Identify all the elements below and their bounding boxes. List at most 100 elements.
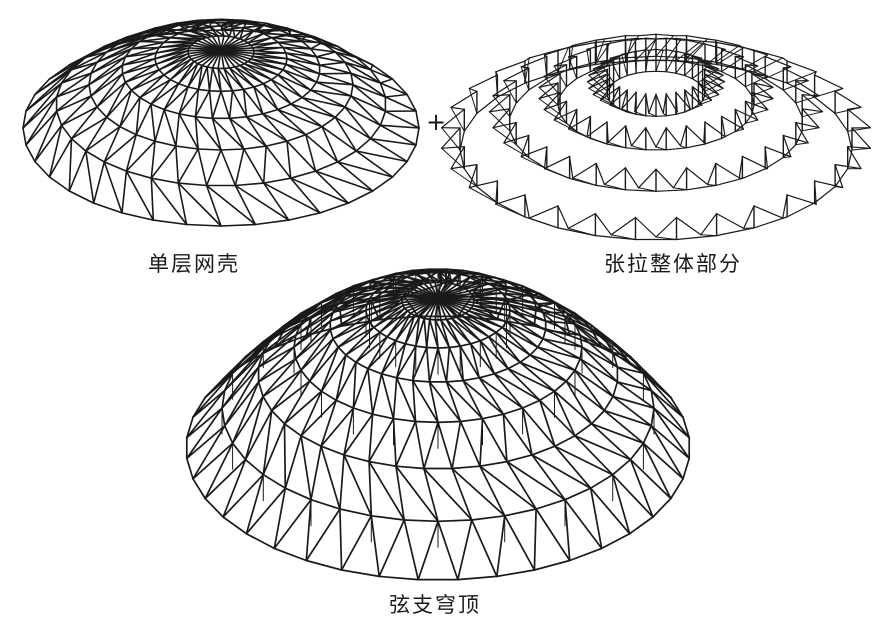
suspen-dome-diagonal-member [368, 417, 395, 463]
tensegrity-radial-cable [834, 164, 844, 189]
suspen-dome-diagonal-member [462, 379, 505, 416]
suspen-dome-hoop-member [470, 295, 506, 302]
tensegrity-hoop-cable [476, 96, 498, 115]
tensegrity-hoop-cable [715, 227, 755, 237]
tensegrity-hoop-cable [782, 89, 797, 104]
tensegrity-radial-cable [813, 180, 844, 189]
shell-hoop-member [22, 127, 27, 146]
suspen-dome-diagonal-member [612, 395, 655, 410]
shell-diagonal-member [336, 161, 394, 178]
suspen-dome-diagonal-member [437, 297, 475, 301]
suspen-dome-hoop-member [507, 361, 521, 370]
suspen-dome-diagonal-member [378, 307, 406, 334]
shell-diagonal-member [344, 106, 372, 140]
shell-hoop-member [96, 51, 108, 64]
shell-diagonal-member [254, 24, 265, 33]
suspen-dome-diagonal-member [335, 361, 357, 402]
tensegrity-radial-cable [684, 89, 691, 110]
shell-diagonal-member [301, 96, 337, 119]
tensegrity-diagonal-cable [851, 147, 871, 151]
tensegrity-hoop-cable [463, 112, 478, 132]
suspen-dome-diagonal-member [536, 346, 576, 372]
shell-hoop-member [350, 72, 354, 86]
tensegrity-diagonal-cable [503, 80, 517, 104]
tensegrity-diagonal-cable [680, 145, 687, 149]
shell-diagonal-member [234, 66, 265, 85]
shell-hoop-member [371, 64, 394, 80]
suspen-dome-hoop-member [536, 337, 544, 349]
suspen-dome-diagonal-member [579, 357, 619, 383]
tensegrity-diagonal-cable [753, 98, 774, 106]
suspen-dome-diagonal-member [365, 295, 404, 312]
shell-diagonal-member [90, 64, 124, 97]
tensegrity-hoop-cable [509, 102, 517, 118]
shell-diagonal-member [34, 56, 87, 96]
suspen-dome-diagonal-member [204, 458, 247, 500]
shell-hoop-member [154, 140, 177, 147]
tensegrity-radial-cable [468, 180, 498, 189]
tensegrity-hoop-cable [786, 82, 816, 98]
suspen-dome-diagonal-member [589, 487, 631, 535]
tensegrity-diagonal-cable [751, 109, 769, 115]
shell-diagonal-member [177, 182, 222, 227]
shell-diagonal-member [187, 62, 199, 88]
tensegrity-radial-cable [603, 167, 627, 186]
shell-diagonal-member [177, 182, 188, 226]
shell-diagonal-member [304, 133, 339, 163]
tensegrity-diagonal-cable [786, 71, 817, 84]
suspen-dome-diagonal-member [505, 321, 544, 340]
tensegrity-radial-cable [624, 167, 640, 189]
suspen-dome-diagonal-member [445, 318, 472, 345]
tensegrity-diagonal-cable [492, 95, 511, 118]
suspen-dome-diagonal-member [455, 316, 490, 338]
suspen-dome-diagonal-member [565, 380, 593, 425]
shell-diagonal-member [85, 116, 108, 152]
shell-diagonal-member [124, 63, 157, 83]
suspen-dome-hoop-member [603, 395, 614, 412]
shell-hoop-member [289, 170, 317, 179]
suspen-dome-diagonal-member [455, 273, 462, 286]
suspen-dome-diagonal-member [223, 366, 260, 427]
shell-hoop-member [88, 83, 92, 97]
suspen-dome-diagonal-member [531, 293, 537, 309]
suspen-dome-diagonal-member [305, 315, 312, 337]
tensegrity-radial-cable [679, 125, 687, 147]
suspen-dome-hoop-member [554, 434, 576, 448]
shell-diagonal-member [309, 47, 337, 53]
suspen-dome-diagonal-member [245, 473, 265, 535]
shell-diagonal-member [379, 78, 394, 84]
shell-hoop-member [287, 212, 321, 221]
shell-diagonal-member [139, 74, 165, 99]
tensegrity-hoop-cable [715, 63, 755, 73]
shell-diagonal-member [318, 73, 354, 86]
suspen-dome-hoop-member [579, 334, 583, 348]
suspen-dome-diagonal-member [414, 316, 421, 347]
suspen-dome-diagonal-member [417, 520, 439, 581]
shell-hoop-member [220, 148, 245, 151]
suspen-dome-hoop-member [612, 351, 619, 368]
suspen-dome-hoop-member [270, 409, 286, 425]
suspen-dome-diagonal-member [493, 276, 505, 281]
suspen-dome-diagonal-member [368, 460, 406, 521]
tensegrity-diagonal-cable [586, 81, 608, 97]
suspen-dome-diagonal-member [423, 421, 439, 470]
shell-diagonal-member [243, 148, 265, 184]
shell-diagonal-member [261, 113, 307, 136]
suspen-dome-diagonal-member [478, 376, 505, 416]
shell-hoop-member [139, 96, 152, 105]
shell-hoop-member [208, 90, 222, 93]
shell-diagonal-member [276, 108, 307, 136]
tensegrity-diagonal-cable [648, 112, 657, 117]
shell-diagonal-member [245, 116, 267, 147]
tensegrity-radial-cable [672, 167, 688, 189]
suspen-dome-diagonal-member [509, 309, 547, 322]
suspen-dome-diagonal-member [231, 395, 264, 445]
suspen-dome-hoop-member [262, 473, 287, 490]
tensegrity-diagonal-cable [834, 186, 844, 188]
shell-diagonal-member [177, 19, 199, 27]
suspen-dome-hoop-member [628, 516, 654, 535]
tensegrity-radial-cable [801, 108, 824, 113]
suspen-dome-diagonal-member [308, 346, 340, 383]
tensegrity-radial-cable [492, 108, 511, 129]
suspen-dome-hoop-member [404, 342, 417, 347]
